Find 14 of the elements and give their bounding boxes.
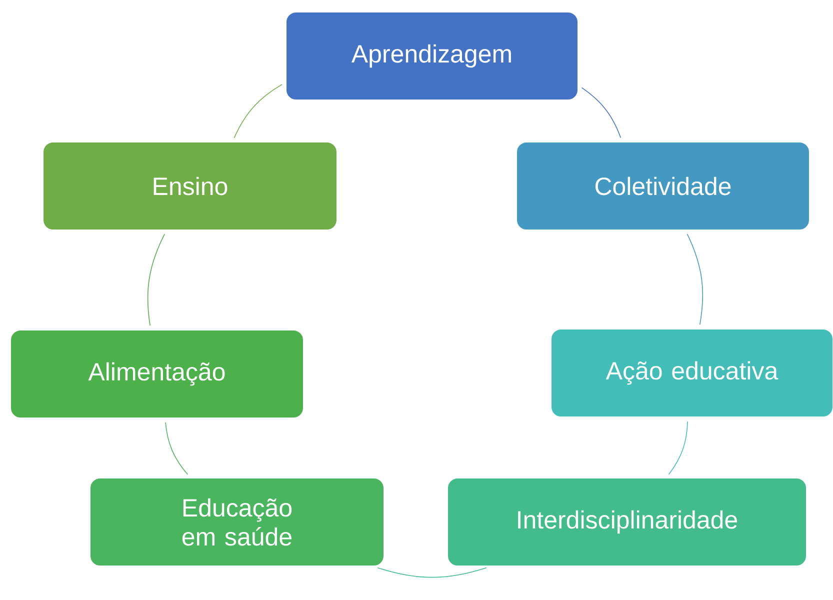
process-box: Alimentação [10, 330, 304, 418]
connector-arc [234, 84, 282, 138]
connector-arc [165, 422, 188, 475]
connector-arc [668, 421, 688, 475]
connector-arc [147, 234, 166, 326]
process-box: Ação educativa [550, 328, 833, 418]
process-box: Interdisciplinaridade [447, 478, 807, 566]
process-box: Educação em saúde [90, 478, 384, 566]
connector-arc [581, 87, 622, 138]
process-box: Ensino [42, 142, 338, 230]
connector-arc [686, 234, 704, 325]
process-box: Aprendizagem [286, 12, 578, 100]
process-box: Coletividade [516, 142, 810, 230]
connector-arc [377, 567, 487, 578]
